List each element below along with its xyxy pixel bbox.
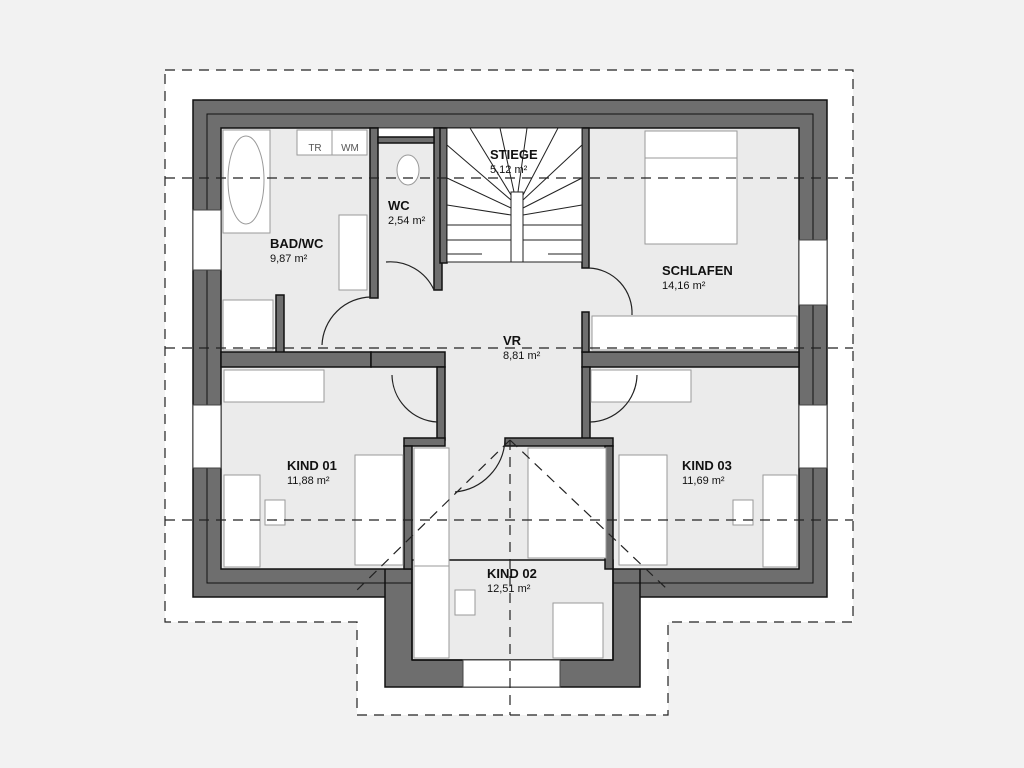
bed	[618, 454, 668, 566]
room-area: 9,87 m²	[270, 253, 308, 265]
room-name: BAD/WC	[270, 236, 324, 251]
room-name: KIND 03	[682, 458, 732, 473]
windows	[192, 127, 828, 688]
room-name: WC	[388, 198, 410, 213]
shower	[222, 299, 274, 351]
desk	[223, 474, 261, 568]
room-area: 11,88 m²	[287, 475, 330, 487]
chair	[264, 499, 286, 526]
doors	[321, 261, 638, 493]
bed	[354, 454, 404, 566]
vanity	[338, 214, 368, 291]
wardrobe	[591, 315, 798, 351]
bathtub-basin	[227, 135, 265, 225]
room-label-kind-01: KIND 01 11,88 m²	[287, 458, 337, 487]
room-name: STIEGE	[490, 147, 538, 162]
dryer-label: TR	[308, 143, 321, 154]
room-name: SCHLAFEN	[662, 263, 733, 278]
interior-walls	[220, 127, 800, 570]
room-name: KIND 02	[487, 566, 537, 581]
armchair	[552, 602, 604, 659]
furniture	[222, 129, 798, 659]
toilet	[396, 154, 420, 186]
washer-label: WM	[341, 143, 359, 154]
room-area: 11,69 m²	[682, 475, 725, 487]
chair	[454, 589, 476, 616]
room-area: 14,16 m²	[662, 280, 706, 292]
bed	[527, 447, 607, 559]
room-area: 8,81 m²	[503, 350, 541, 362]
room-label-bad-wc: BAD/WC 9,87 m²	[270, 236, 324, 265]
chair	[732, 499, 754, 526]
room-label-wc: WC 2,54 m²	[388, 198, 426, 227]
dryer	[296, 129, 333, 156]
room-label-schlafen: SCHLAFEN 14,16 m²	[662, 263, 733, 292]
desk	[413, 565, 450, 659]
room-label-vr: VR 8,81 m²	[503, 333, 541, 362]
wardrobe	[413, 447, 450, 569]
room-area: 2,54 m²	[388, 215, 426, 227]
washer	[331, 129, 368, 156]
room-label-kind-02: KIND 02 12,51 m²	[487, 566, 537, 595]
room-area: 12,51 m²	[487, 583, 531, 595]
room-label-stiege: STIEGE 5,12 m²	[490, 147, 538, 176]
room-label-kind-03: KIND 03 11,69 m²	[682, 458, 732, 487]
wardrobe	[223, 369, 325, 403]
room-area: 5,12 m²	[490, 164, 528, 176]
desk	[762, 474, 798, 568]
stairs	[446, 127, 583, 263]
room-name: KIND 01	[287, 458, 337, 473]
room-name: VR	[503, 333, 522, 348]
roof-lines	[165, 177, 853, 715]
wardrobe	[590, 369, 692, 403]
